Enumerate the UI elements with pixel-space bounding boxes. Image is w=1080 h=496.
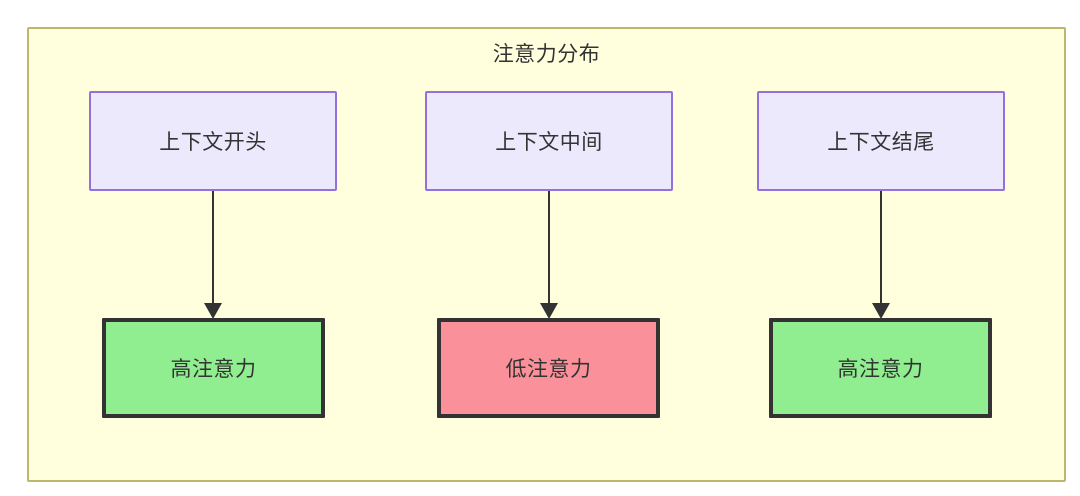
node-high-attention-start-label: 高注意力 xyxy=(170,358,257,381)
node-low-attention-middle[interactable]: 低注意力 xyxy=(437,318,660,418)
node-context-end-label: 上下文结尾 xyxy=(827,131,935,154)
node-high-attention-end[interactable]: 高注意力 xyxy=(769,318,992,418)
cluster-title: 注意力分布 xyxy=(492,43,601,66)
node-context-middle[interactable]: 上下文中间 xyxy=(425,91,673,191)
node-context-middle-label: 上下文中间 xyxy=(495,131,603,154)
node-low-attention-middle-label: 低注意力 xyxy=(505,358,592,381)
node-context-start-label: 上下文开头 xyxy=(159,131,267,154)
node-high-attention-end-label: 高注意力 xyxy=(837,358,924,381)
node-high-attention-start[interactable]: 高注意力 xyxy=(102,318,325,418)
node-context-end[interactable]: 上下文结尾 xyxy=(757,91,1005,191)
node-context-start[interactable]: 上下文开头 xyxy=(89,91,337,191)
